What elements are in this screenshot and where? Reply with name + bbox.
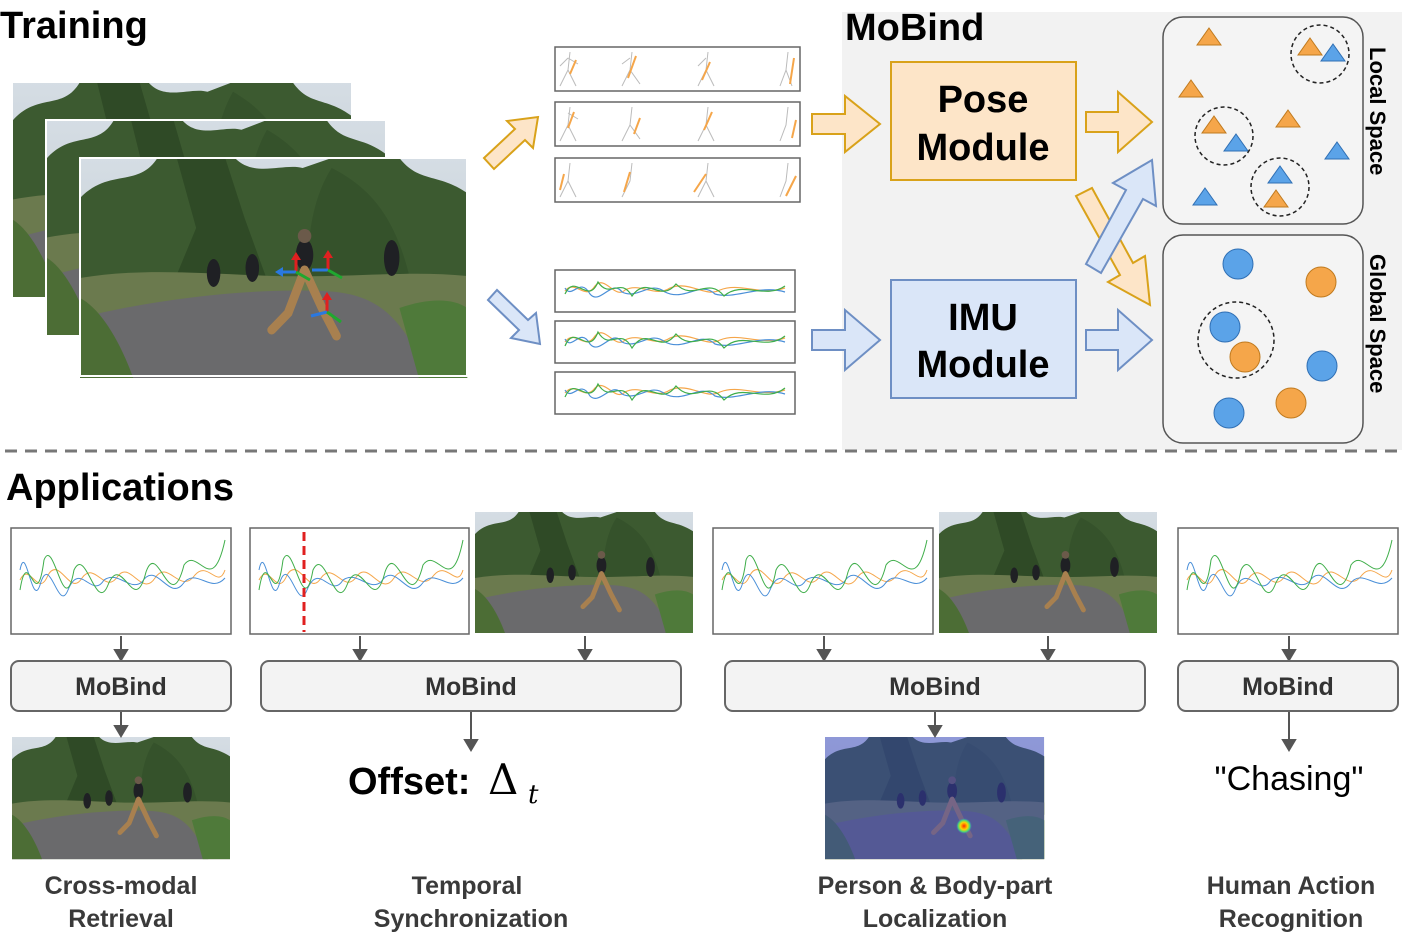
global-space: Global Space [1162, 234, 1390, 444]
local-space-label: Local Space [1365, 47, 1390, 175]
applications-heading: Applications [6, 467, 234, 509]
caption-sync-line1: Temporal [412, 872, 523, 900]
global-space-label: Global Space [1365, 254, 1390, 393]
imu-axes-markers [275, 250, 343, 324]
mobind-block-label: MoBind [889, 673, 981, 701]
pose-input-arrow [811, 93, 882, 155]
imu-module: IMU Module [890, 279, 1077, 399]
caption-retrieval-line1: Cross-modal [45, 872, 198, 900]
imu-module-line2: Module [917, 344, 1050, 386]
app-captions: Cross-modal Retrieval Temporal Synchroni… [45, 872, 1376, 933]
imu-signal-boxes [554, 269, 796, 415]
caption-localization-line2: Localization [863, 905, 1007, 933]
imu-branch-arrow [486, 288, 542, 346]
mobind-block-retrieval: MoBind [10, 660, 232, 712]
offset-delta-symbol: Δ [488, 755, 518, 804]
local-space: Local Space [1162, 16, 1390, 225]
pose-module-line2: Module [917, 127, 1050, 169]
mobind-block-localization: MoBind [724, 660, 1146, 712]
app-flow-arrows [113, 636, 1297, 752]
caption-action-line2: Recognition [1219, 905, 1363, 933]
caption-retrieval-line2: Retrieval [68, 905, 174, 933]
training-heading: Training [0, 5, 148, 47]
mobind-block-sync: MoBind [260, 660, 682, 712]
mobind-block-action: MoBind [1177, 660, 1399, 712]
app-video-thumbnails [12, 512, 1157, 859]
offset-subscript: t [528, 780, 539, 810]
offset-label: Offset: [348, 761, 470, 803]
caption-localization-line1: Person & Body-part [818, 872, 1053, 900]
pose-module: Pose Module [890, 61, 1077, 181]
app-signal-plots [10, 527, 1399, 635]
mobind-title: MoBind [845, 7, 984, 49]
mobind-block-label: MoBind [75, 673, 167, 701]
mobind-block-label: MoBind [425, 673, 517, 701]
pose-branch-arrow [482, 115, 540, 171]
caption-action-line1: Human Action [1207, 872, 1376, 900]
pose-to-local-arrow [1085, 89, 1154, 155]
imu-input-arrow [811, 307, 882, 373]
imu-module-line1: IMU [948, 297, 1018, 339]
imu-to-local-arrow [1084, 158, 1158, 275]
pose-module-line1: Pose [938, 79, 1029, 121]
caption-sync-line2: Synchronization [374, 905, 568, 933]
action-output: "Chasing" [1215, 760, 1364, 798]
mobind-block-label: MoBind [1242, 673, 1334, 701]
localization-heatmap [956, 818, 972, 834]
imu-to-global-arrow [1085, 307, 1154, 373]
video-frames [12, 82, 467, 378]
pose-sequence-boxes [554, 46, 801, 203]
